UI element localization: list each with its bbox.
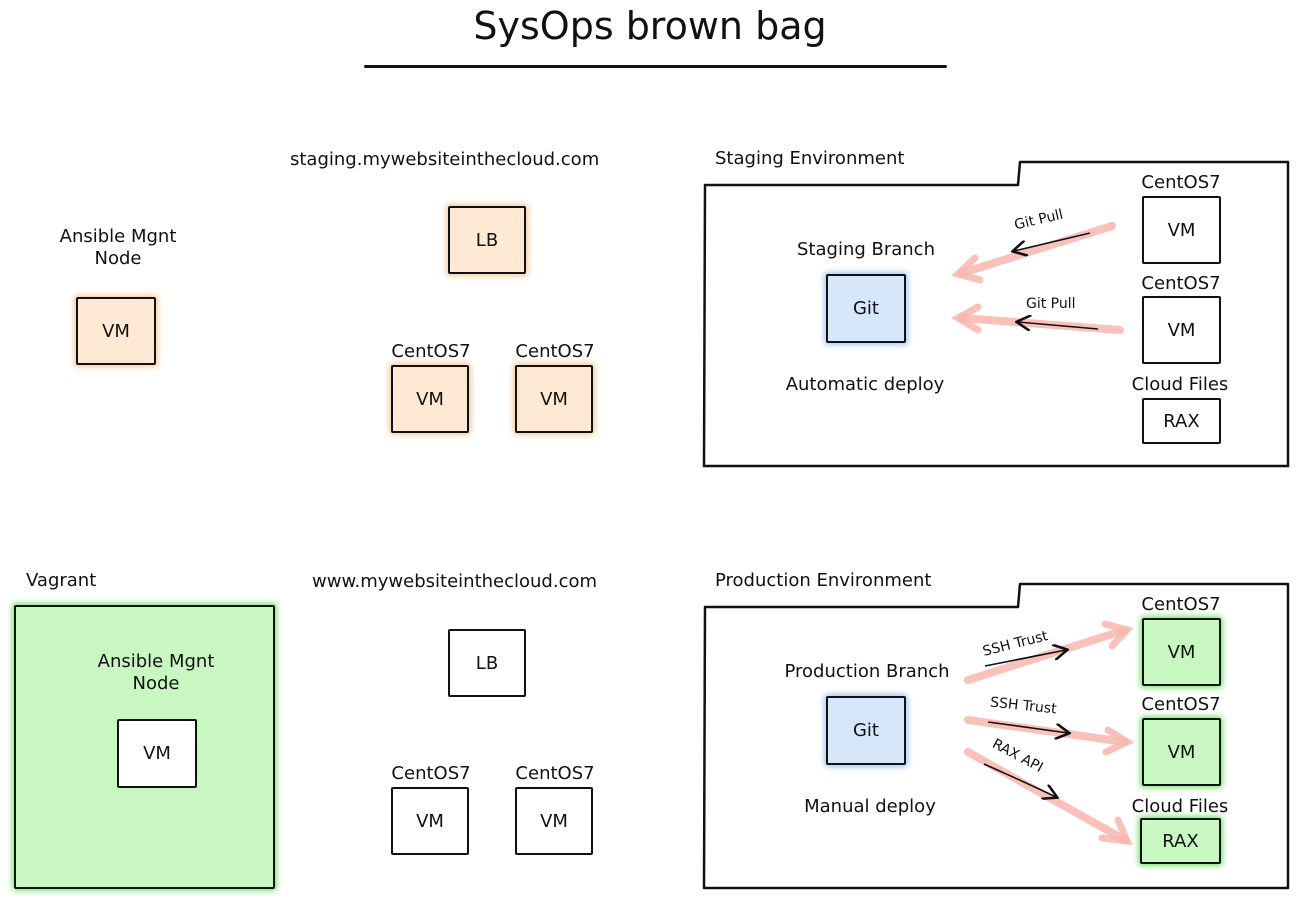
- staging-env-frame: [702, 160, 1290, 468]
- staging-pull-arrows: [950, 222, 1124, 334]
- staging-node1-os: CentOS7: [391, 341, 471, 362]
- staging-link2-label: Git Pull: [1026, 296, 1076, 312]
- prod-node1-label: VM: [416, 810, 444, 832]
- vagrant-vm-box[interactable]: VM: [117, 719, 197, 788]
- staging-node2-box[interactable]: VM: [515, 365, 593, 433]
- staging-git-label: Git: [852, 298, 879, 319]
- prod-storage-label: RAX: [1162, 830, 1199, 852]
- ansible-node-label: Ansible Mgnt Node: [59, 226, 177, 269]
- staging-deploy-label: Automatic deploy: [785, 374, 945, 395]
- vagrant-node-label: Ansible Mgnt Node: [97, 651, 215, 694]
- staging-node1-label: VM: [416, 388, 444, 410]
- prod-node1-box[interactable]: VM: [391, 787, 469, 855]
- vagrant-title: Vagrant: [26, 570, 97, 591]
- prod-lb-label: LB: [475, 652, 499, 674]
- prod-node1-os: CentOS7: [391, 763, 471, 784]
- prod-node2-label: VM: [540, 810, 568, 832]
- staging-server1-box[interactable]: VM: [1142, 196, 1221, 264]
- prod-server1-label: VM: [1167, 641, 1196, 663]
- staging-server2-box[interactable]: VM: [1142, 296, 1221, 364]
- prod-storage-box[interactable]: RAX: [1140, 818, 1221, 864]
- staging-lb-label: LB: [475, 229, 499, 251]
- staging-storage-label: RAX: [1163, 410, 1200, 432]
- prod-server1-box[interactable]: VM: [1142, 618, 1221, 686]
- prod-storage-name: Cloud Files: [1131, 796, 1229, 817]
- ansible-vm-box[interactable]: VM: [76, 297, 156, 365]
- staging-server2-os: CentOS7: [1141, 273, 1221, 294]
- prod-git-label: Git: [852, 720, 879, 741]
- prod-env-frame: [702, 582, 1290, 890]
- prod-server2-label: VM: [1167, 741, 1196, 763]
- staging-node1-box[interactable]: VM: [391, 365, 469, 433]
- prod-domain: www.mywebsiteinthecloud.com: [312, 571, 598, 592]
- staging-server1-os: CentOS7: [1141, 172, 1221, 193]
- prod-lb-box[interactable]: LB: [448, 629, 526, 697]
- staging-branch-label: Staging Branch: [797, 239, 935, 260]
- staging-env-title: Staging Environment: [715, 148, 905, 169]
- staging-node2-label: VM: [540, 388, 568, 410]
- ansible-vm-label: VM: [102, 320, 130, 342]
- prod-server1-os: CentOS7: [1141, 594, 1221, 615]
- prod-node2-box[interactable]: VM: [515, 787, 593, 855]
- diagram-title: SysOps brown bag: [473, 4, 827, 48]
- staging-server2-label: VM: [1167, 319, 1196, 341]
- staging-node2-os: CentOS7: [515, 341, 595, 362]
- staging-server1-label: VM: [1167, 219, 1196, 241]
- prod-node2-os: CentOS7: [515, 763, 595, 784]
- staging-storage-box[interactable]: RAX: [1142, 398, 1221, 444]
- prod-deploy-label: Manual deploy: [804, 796, 936, 817]
- staging-lb-box[interactable]: LB: [448, 206, 526, 274]
- title-underline: [364, 65, 947, 68]
- prod-server2-box[interactable]: VM: [1142, 718, 1221, 786]
- prod-env-title: Production Environment: [715, 570, 932, 591]
- vagrant-vm-label: VM: [143, 743, 171, 764]
- staging-storage-name: Cloud Files: [1131, 374, 1229, 395]
- staging-domain: staging.mywebsiteinthecloud.com: [290, 149, 600, 170]
- prod-server2-os: CentOS7: [1141, 694, 1221, 715]
- prod-git-box[interactable]: Git: [826, 696, 906, 765]
- vagrant-box[interactable]: Ansible Mgnt Node VM: [14, 605, 275, 889]
- prod-branch-label: Production Branch: [784, 661, 950, 682]
- prod-push-arrows: [964, 620, 1135, 846]
- staging-git-box[interactable]: Git: [826, 274, 906, 343]
